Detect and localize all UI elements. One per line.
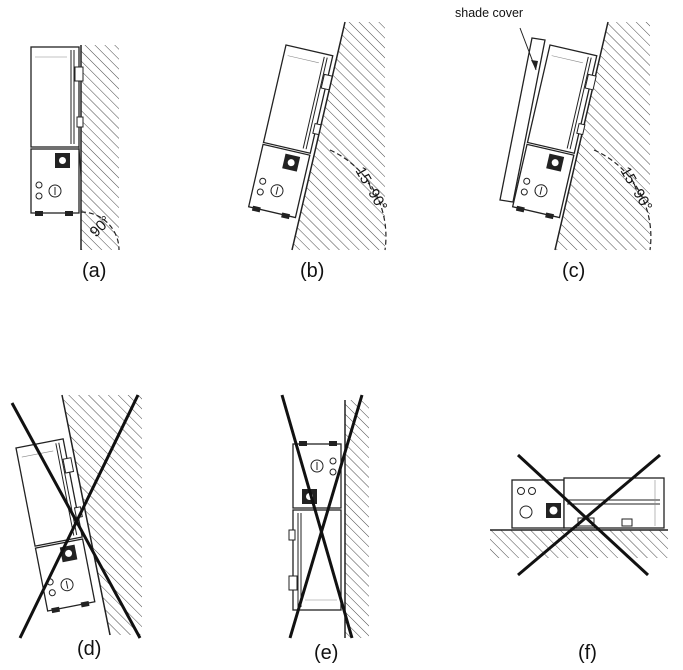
inverter-a: [30, 46, 84, 217]
wall-b: [292, 22, 385, 250]
cross-mark-e2: [288, 394, 364, 639]
angle-arc-c: [593, 149, 652, 251]
figure-d: [10, 394, 142, 639]
caption-e: (e): [314, 642, 339, 664]
shade-cover-panel: [499, 37, 546, 203]
cross-mark-f2: [517, 453, 661, 577]
wall-c: [555, 22, 650, 250]
figure-a: 90°: [30, 45, 120, 251]
inverter-f: [511, 477, 665, 529]
figure-c: 15~90°: [499, 21, 655, 251]
caption-f: (f): [578, 642, 597, 664]
cross-mark-f1: [516, 453, 650, 577]
caption-c: (c): [562, 260, 586, 282]
figure-b: 15~90°: [247, 21, 390, 251]
caption-a: (a): [82, 260, 107, 282]
caption-b: (b): [300, 260, 325, 282]
inverter-e: [288, 440, 342, 611]
wall-a: [81, 45, 119, 250]
floor-f: [490, 530, 668, 558]
cross-mark-e1: [280, 394, 354, 639]
shade-cover-label: shade cover: [455, 6, 524, 20]
angle-arc-a: [80, 211, 120, 251]
cross-mark-d2: [18, 394, 140, 639]
figure-e: [280, 394, 369, 639]
caption-d: (d): [77, 638, 102, 660]
wall-d: [62, 395, 142, 635]
angle-arc-b: [329, 149, 387, 251]
figure-f: [490, 453, 668, 577]
